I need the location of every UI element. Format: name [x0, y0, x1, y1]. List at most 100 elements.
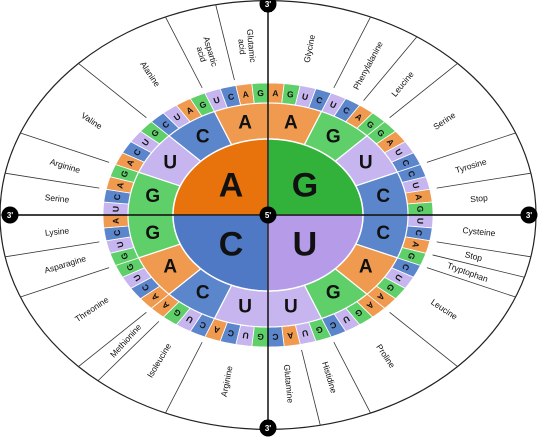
third-base-letter: U [184, 314, 194, 326]
third-base-letter: A [375, 291, 387, 302]
amino-acid-divider [426, 267, 516, 298]
second-base-letter: C [376, 223, 390, 244]
top-3prime-marker [259, 0, 277, 13]
first-base-letter: A [219, 166, 244, 204]
second-base-letter: A [359, 257, 373, 278]
amino-acid-divider [20, 267, 110, 298]
third-base-letter: G [286, 89, 294, 100]
second-base-letter: A [163, 257, 177, 278]
left-3prime-marker-label: 3' [7, 211, 13, 220]
third-base-letter: G [149, 127, 161, 139]
third-base-letter: U [328, 99, 338, 111]
third-base-letter: G [314, 324, 324, 336]
amino-acid-label: Glutamicacid [236, 29, 259, 65]
third-base-letter: A [242, 89, 250, 100]
third-base-letter: A [410, 240, 421, 248]
third-base-letter: U [172, 111, 183, 123]
amino-acid-divider [5, 241, 100, 258]
first-base-quadrant [172, 214, 269, 292]
bottom-3prime-marker-label: 3' [265, 424, 271, 433]
third-base-letter: A [353, 111, 364, 123]
amino-acid-divider [215, 4, 235, 81]
amino-acid-divider [20, 132, 110, 163]
second-base-letter: G [326, 283, 341, 304]
amino-acid-divider [426, 132, 516, 163]
third-base-letter: C [406, 169, 417, 178]
third-base-letter: A [365, 300, 376, 312]
third-base-letter: C [315, 94, 324, 105]
amino-acid-divider [78, 311, 147, 367]
third-base-letter: C [413, 229, 424, 237]
amino-acid-divider [333, 341, 371, 414]
third-base-letter: U [393, 147, 405, 157]
second-base-letter: C [376, 186, 390, 207]
amino-acid-label: Cysteine [462, 225, 496, 238]
third-base-letter: C [140, 282, 152, 293]
third-base-letter: C [198, 319, 208, 331]
amino-acid-divider [97, 321, 160, 382]
third-base-letter: C [341, 104, 351, 116]
third-base-letter: U [301, 328, 309, 339]
second-base-letter: U [284, 297, 298, 318]
first-base-quadrant [267, 138, 364, 216]
third-base-letter: A [184, 104, 194, 116]
third-base-letter: C [131, 147, 143, 157]
first-base-quadrant [172, 138, 269, 216]
amino-acid-label: Lysine [44, 225, 69, 237]
third-base-letter: C [272, 332, 279, 342]
amino-acid-label-line: Glutamic [245, 29, 258, 64]
second-base-letter: U [163, 152, 177, 173]
third-base-letter: U [114, 240, 125, 248]
third-base-letter: A [385, 137, 397, 148]
top-3prime-marker-label: 3' [265, 0, 271, 9]
third-base-letter: U [415, 218, 425, 225]
amino-acid-divider [301, 349, 321, 426]
third-base-letter: G [124, 262, 136, 273]
third-base-letter: C [328, 319, 338, 331]
third-base-letter: G [118, 251, 130, 261]
third-base-letter: U [301, 91, 309, 102]
third-base-letter: G [365, 119, 377, 131]
amino-acid-label-line: acid [236, 38, 248, 55]
third-base-letter: A [111, 218, 121, 225]
third-base-letter: U [242, 330, 250, 341]
third-base-letter: G [119, 169, 131, 179]
second-base-letter: C [196, 283, 210, 304]
first-base-letter: G [292, 166, 318, 204]
right-3prime-marker-label: 3' [526, 211, 532, 220]
first-base-letter: U [293, 226, 318, 264]
amino-acid-divider [436, 241, 531, 258]
third-base-letter: G [257, 332, 264, 342]
third-base-letter: A [124, 158, 136, 168]
amino-acid-divider [78, 63, 147, 119]
third-base-letter: C [400, 262, 412, 272]
third-base-letter: C [112, 229, 123, 237]
third-base-letter: G [198, 99, 209, 111]
third-base-letter: U [131, 273, 143, 283]
third-base-letter: G [384, 282, 396, 294]
third-base-letter: A [160, 300, 171, 312]
second-base-letter: U [238, 297, 252, 318]
amino-acid-label: Glutamine [282, 364, 296, 404]
third-base-letter: A [114, 181, 125, 189]
amino-acid-divider [436, 172, 531, 189]
third-base-letter: U [341, 314, 351, 326]
amino-acid-label: Serine [44, 192, 70, 204]
third-base-letter: A [272, 88, 279, 98]
third-base-letter: A [413, 193, 424, 201]
amino-acid-divider [389, 311, 458, 367]
center-5prime-marker [259, 206, 277, 224]
bottom-3prime-marker [259, 419, 277, 437]
second-base-letter: G [145, 223, 160, 244]
third-base-letter: A [212, 324, 221, 335]
third-base-letter: C [400, 158, 412, 168]
amino-acid-divider [5, 172, 100, 189]
second-base-letter: G [145, 186, 160, 207]
amino-acid-divider [432, 254, 525, 278]
second-base-letter: A [238, 112, 252, 133]
third-base-letter: U [393, 273, 405, 283]
